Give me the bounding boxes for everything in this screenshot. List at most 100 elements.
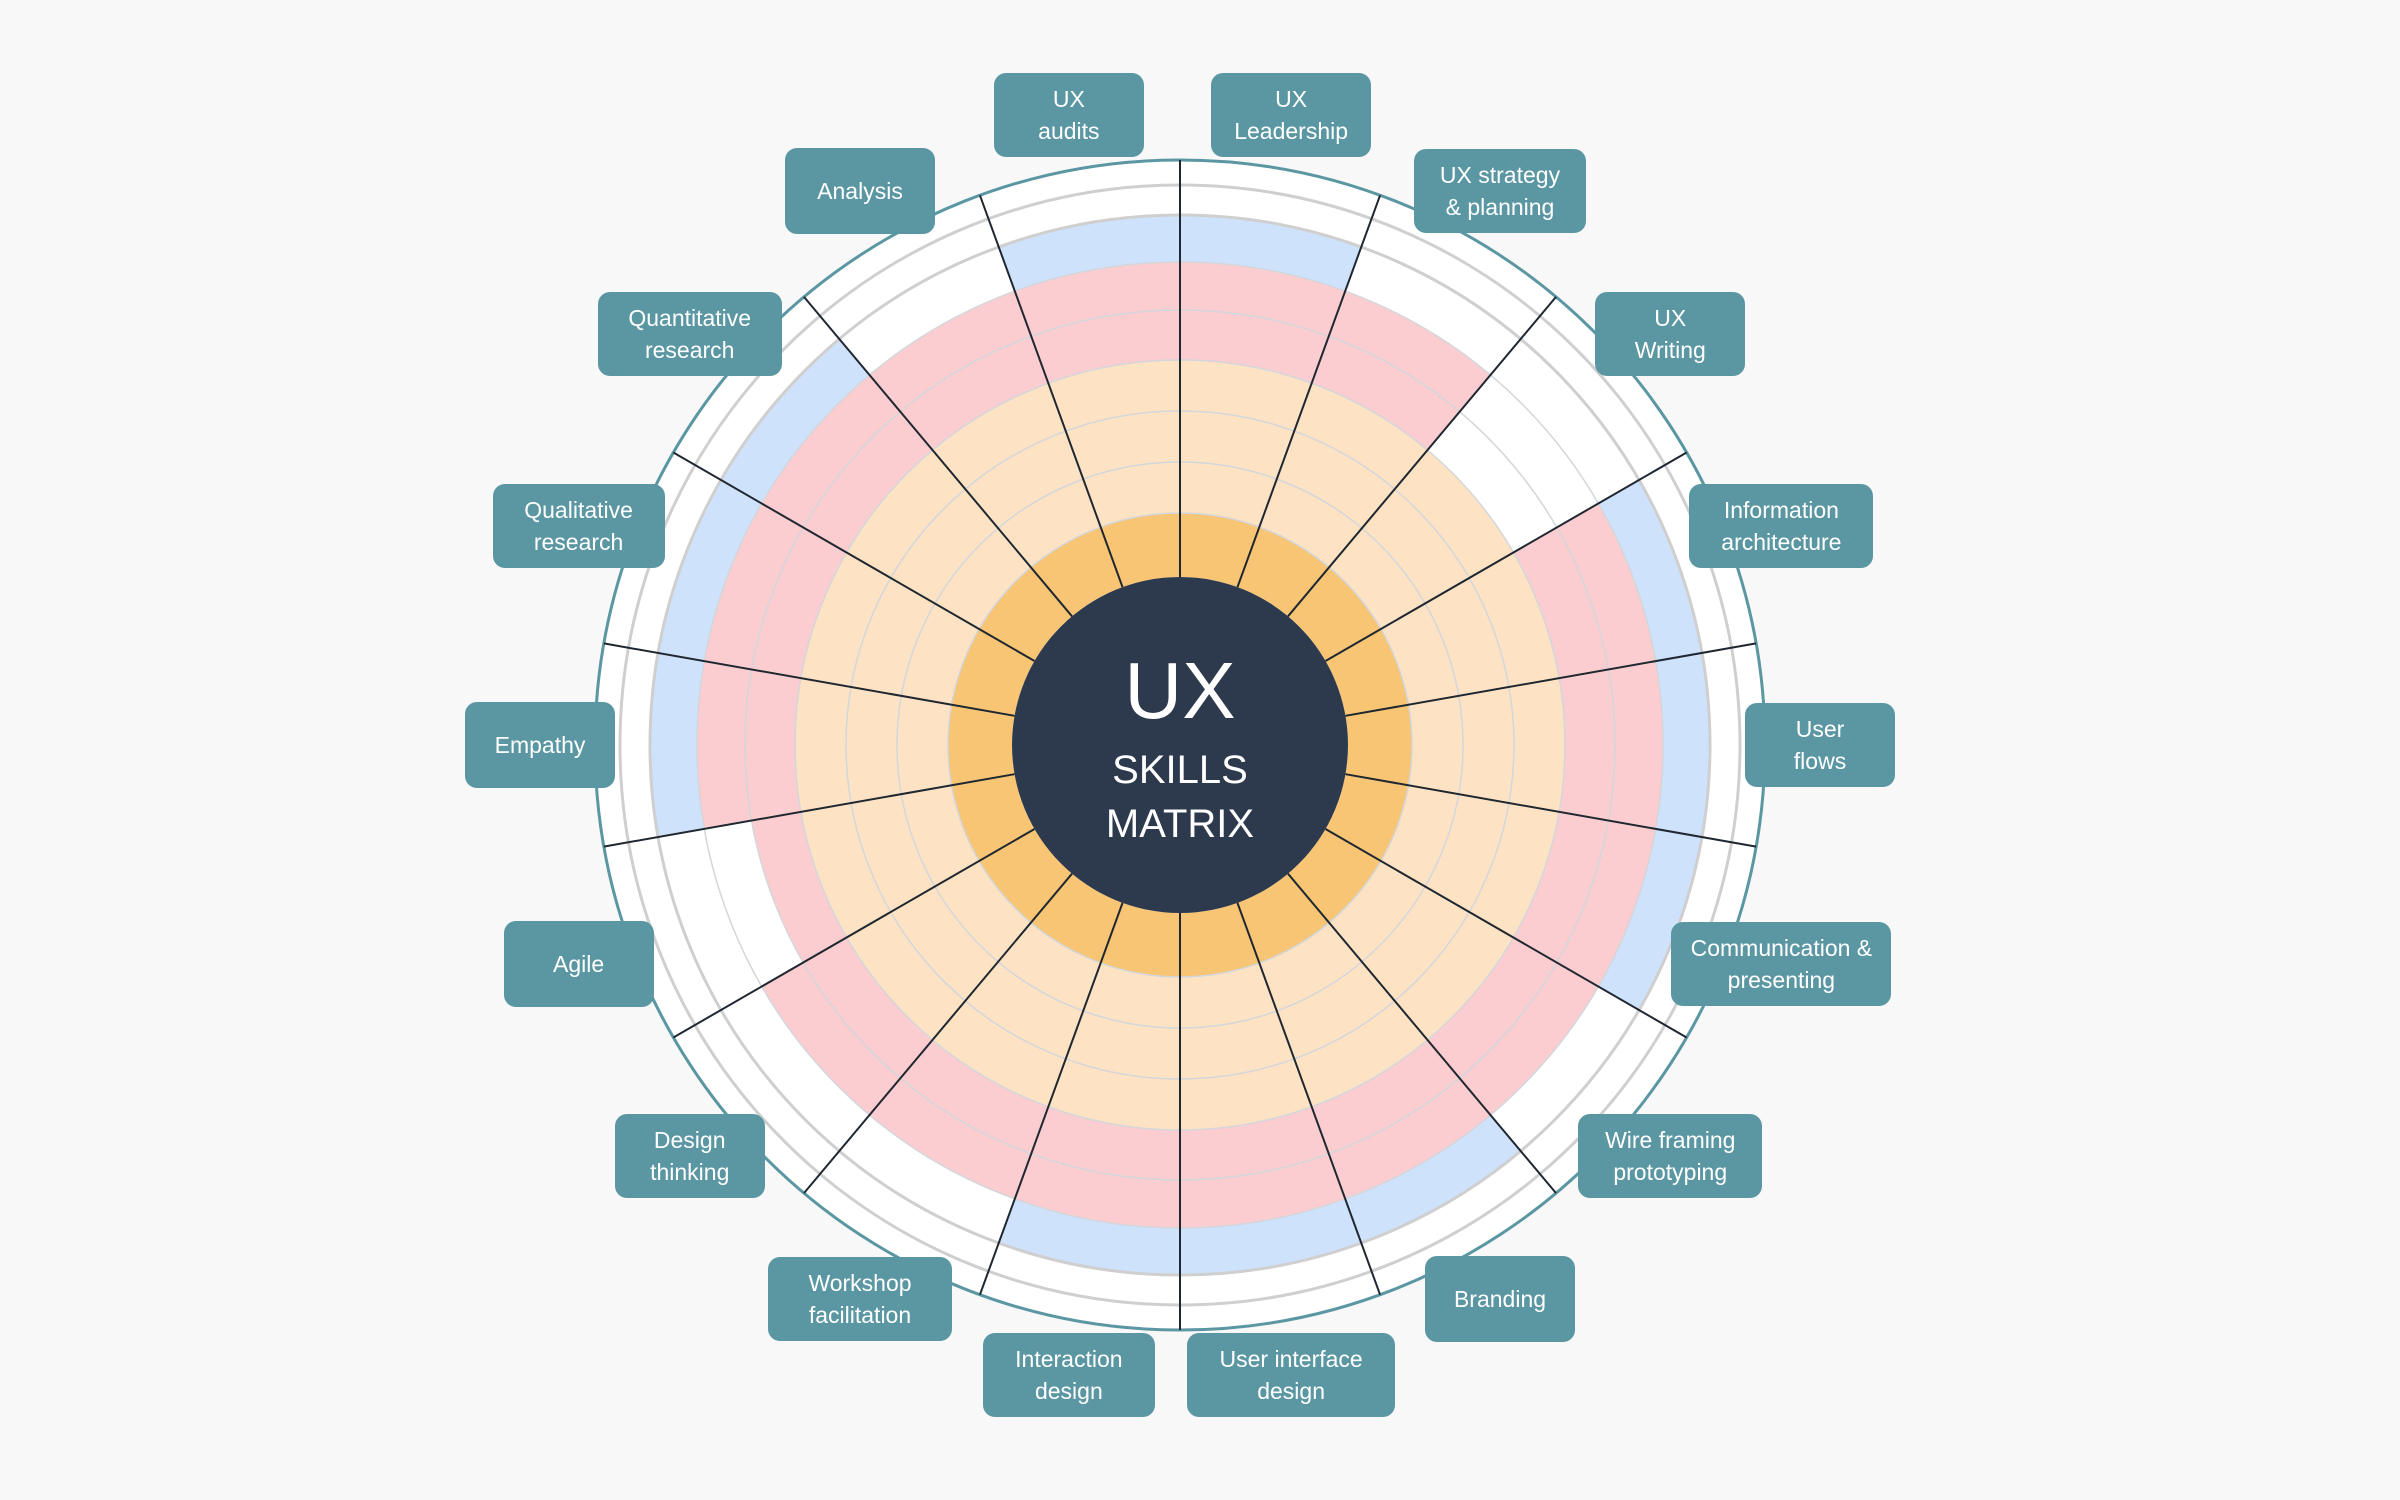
skill-cell [650, 652, 705, 838]
skill-cell [1508, 678, 1565, 812]
skill-cell [1598, 480, 1702, 662]
skill-cell [628, 465, 722, 653]
skill-cell [1394, 912, 1514, 1040]
center-title: UX [1124, 646, 1236, 735]
skill-cell [751, 527, 847, 679]
skill-cell [1180, 963, 1277, 1028]
center-subtitle-line2: MATRIX [1105, 802, 1255, 846]
skill-cell [1014, 262, 1180, 337]
skill-cell [673, 296, 821, 465]
skill-cell [1539, 296, 1687, 465]
skill-cell [846, 450, 966, 578]
skill-cell [901, 785, 980, 887]
skill-cell [846, 687, 902, 803]
wheel-spokes [603, 160, 1757, 1330]
spoke-line [1324, 828, 1688, 1039]
skill-cell [1608, 661, 1663, 829]
skill-cell [673, 1025, 821, 1194]
skill-cell [1425, 578, 1509, 696]
spoke-line [672, 828, 1036, 1039]
spoke-line [803, 296, 1073, 617]
skill-cell [1180, 1106, 1329, 1180]
skill-cell [820, 1151, 999, 1272]
skill-cell [934, 861, 1031, 962]
skill-cell [1180, 902, 1260, 977]
skill-cell [947, 704, 1015, 786]
skill-cell [658, 480, 762, 662]
skill-cell [1328, 1078, 1491, 1199]
skill-cell [979, 829, 1073, 923]
skill-cell [1513, 527, 1609, 679]
skill-cell [1329, 861, 1426, 962]
skill-cell [965, 961, 1084, 1059]
skill-cell [1655, 652, 1711, 838]
skill-cell [1100, 513, 1180, 588]
skill-cell [1328, 291, 1491, 412]
spoke-line [1236, 902, 1382, 1296]
skill-cell [800, 552, 891, 688]
skill-cell [1329, 528, 1426, 629]
skill-cell [890, 886, 999, 1001]
skill-cell [900, 1039, 1049, 1154]
skill-cell [869, 1078, 1032, 1199]
skill-cell [1083, 462, 1180, 527]
skill-cell [839, 246, 1015, 376]
skill-cell [951, 629, 1035, 716]
skill-cell [988, 1243, 1180, 1305]
spoke-line [978, 194, 1124, 588]
skill-cell [1180, 360, 1312, 432]
skill-cell [795, 678, 852, 812]
skill-cell [1598, 828, 1702, 1010]
skill-cell [1361, 218, 1540, 339]
skill-cell [851, 794, 935, 912]
skill-cell [1325, 629, 1409, 716]
skill-cell [846, 912, 966, 1040]
spoke-line [978, 902, 1124, 1296]
skill-cell [1638, 465, 1732, 653]
skill-cell [1287, 567, 1381, 661]
skill-cell [1180, 185, 1372, 247]
skill-cell [1325, 774, 1409, 861]
skill-cell [721, 986, 870, 1152]
skill-cell [658, 828, 762, 1010]
skill-cell [800, 802, 891, 938]
skill-cell [704, 820, 804, 987]
skill-cell [695, 1010, 840, 1174]
skill-cell [761, 962, 901, 1115]
spoke-line [1287, 296, 1557, 617]
skill-cell [1559, 669, 1615, 821]
skill-cell [1180, 1153, 1346, 1228]
spoke-line [1324, 451, 1688, 662]
skill-cell [988, 185, 1180, 247]
spoke-line [603, 642, 1015, 717]
skill-cell [1345, 704, 1412, 786]
skill-cell [628, 837, 722, 1025]
skill-cell [803, 937, 933, 1079]
skill-cell [1100, 902, 1180, 977]
skill-cell [1371, 1173, 1557, 1295]
skill-cell [1031, 1106, 1180, 1180]
skill-cell [1539, 1025, 1687, 1194]
wheel-cells [595, 160, 1766, 1330]
skill-cell [1294, 383, 1428, 490]
skill-cell [1311, 1039, 1460, 1154]
spoke-line [803, 873, 1073, 1194]
skill-cell [1180, 462, 1277, 527]
skill-cell [932, 1000, 1066, 1107]
skill-cell [1180, 1243, 1372, 1305]
skill-cell [1083, 963, 1180, 1028]
skill-cell [998, 922, 1101, 1011]
skill-cell [1345, 246, 1521, 376]
skill-cell [1180, 1058, 1312, 1130]
skill-cell [745, 669, 801, 821]
skill-cell [1490, 986, 1639, 1152]
skill-cell [900, 336, 1049, 451]
skill-cell [1180, 262, 1346, 337]
center-hub [1012, 577, 1348, 913]
skill-cell [1311, 336, 1460, 451]
skill-cell [932, 383, 1066, 490]
skill-cell [998, 479, 1101, 568]
skill-cell [1469, 802, 1560, 938]
spoke-line [1345, 773, 1757, 848]
skill-cell [761, 375, 901, 528]
